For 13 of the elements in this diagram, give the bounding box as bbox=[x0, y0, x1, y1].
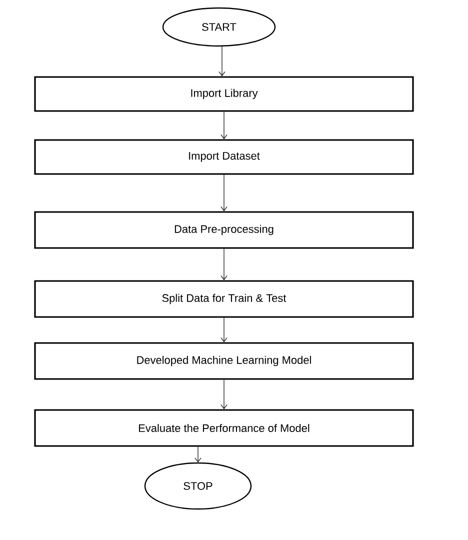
arrow bbox=[220, 112, 228, 140]
process-box: Split Data for Train & Test bbox=[34, 280, 414, 318]
arrow bbox=[220, 318, 228, 342]
process-box: Evaluate the Performance of Model bbox=[34, 409, 414, 447]
arrow bbox=[220, 174, 228, 212]
process-box: Import Library bbox=[34, 76, 414, 112]
arrow bbox=[220, 380, 228, 410]
process-box: Data Pre-processing bbox=[34, 211, 414, 249]
arrow bbox=[220, 248, 228, 280]
arrow bbox=[194, 446, 202, 462]
process-box: Developed Machine Learning Model bbox=[34, 342, 414, 380]
arrow bbox=[218, 46, 226, 76]
process-box: Import Dataset bbox=[34, 139, 414, 175]
